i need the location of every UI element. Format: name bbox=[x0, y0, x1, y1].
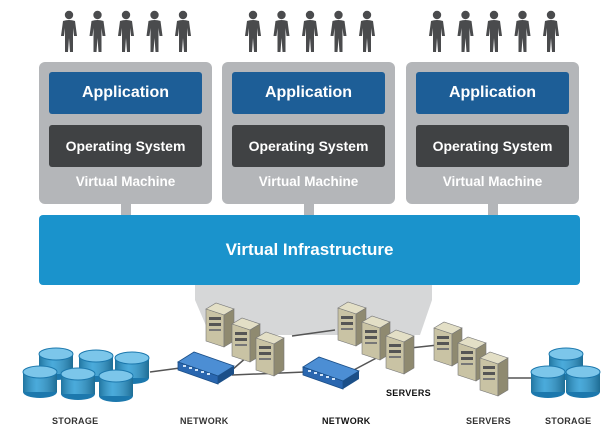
virtual-machine-1: Application Operating System Virtual Mac… bbox=[39, 62, 212, 204]
network-center-label: NETWORK bbox=[322, 416, 371, 426]
virtual-machine-label: Virtual Machine bbox=[258, 174, 359, 189]
application-box: Application bbox=[49, 72, 202, 114]
vm-connector bbox=[121, 204, 131, 216]
person-icon bbox=[429, 10, 445, 52]
person-icon bbox=[175, 10, 191, 52]
virtual-machine-3: Application Operating System Virtual Mac… bbox=[406, 62, 579, 204]
vm-connector bbox=[488, 204, 498, 216]
operating-system-box: Operating System bbox=[232, 125, 385, 167]
person-icon bbox=[273, 10, 290, 52]
storage-right-icon bbox=[530, 347, 601, 399]
person-icon bbox=[359, 10, 375, 52]
network-switch-center-icon bbox=[302, 356, 360, 390]
person-icon bbox=[543, 10, 559, 52]
person-icon bbox=[61, 10, 77, 52]
storage-left-icon bbox=[22, 347, 150, 403]
storage-right-label: STORAGE bbox=[545, 416, 592, 426]
person-icon bbox=[330, 10, 347, 52]
storage-left-label: STORAGE bbox=[52, 416, 99, 426]
application-box: Application bbox=[416, 72, 569, 114]
operating-system-box: Operating System bbox=[416, 125, 569, 167]
network-left-label: NETWORK bbox=[180, 416, 229, 426]
operating-system-box: Operating System bbox=[49, 125, 202, 167]
servers-inline-label: SERVERS bbox=[386, 388, 431, 398]
virtual-infrastructure-bar: Virtual Infrastructure bbox=[39, 215, 580, 285]
vm-connector bbox=[304, 204, 314, 216]
virtual-machine-label: Virtual Machine bbox=[442, 174, 543, 189]
person-icon bbox=[486, 10, 502, 52]
person-icon bbox=[89, 10, 106, 52]
person-icon bbox=[245, 10, 261, 52]
virtual-machine-2: Application Operating System Virtual Mac… bbox=[222, 62, 395, 204]
server-cluster-center-icon bbox=[337, 301, 415, 375]
person-icon bbox=[118, 10, 134, 52]
person-icon bbox=[146, 10, 163, 52]
person-icon bbox=[457, 10, 474, 52]
application-box: Application bbox=[232, 72, 385, 114]
network-switch-left-icon bbox=[177, 351, 235, 385]
person-icon bbox=[302, 10, 318, 52]
person-icon bbox=[514, 10, 531, 52]
server-cluster-right-icon bbox=[433, 321, 509, 397]
servers-right-label: SERVERS bbox=[466, 416, 511, 426]
virtual-machine-label: Virtual Machine bbox=[75, 174, 176, 189]
